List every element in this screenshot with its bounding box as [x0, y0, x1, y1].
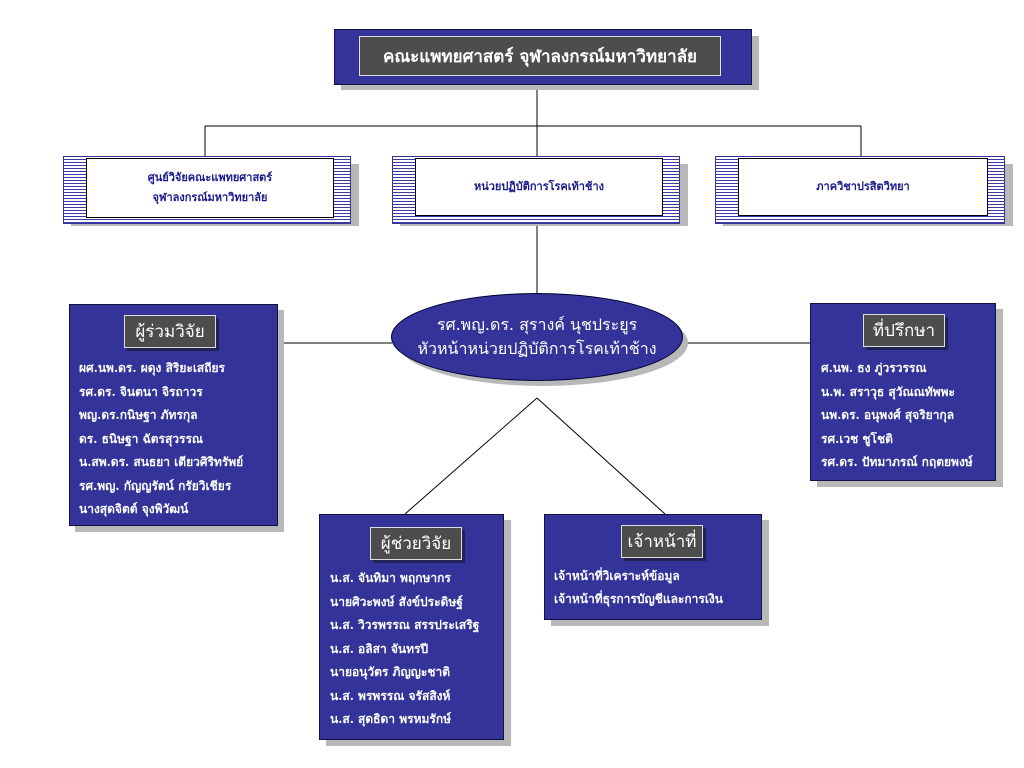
co-researchers-label: ผู้ร่วมวิจัย	[124, 315, 216, 348]
list-item: น.ส. จันทิมา พฤกษากร	[330, 571, 451, 585]
parasitology-dept-label: ภาควิชาปรสิตวิทยา	[816, 180, 910, 193]
list-item: เจ้าหน้าที่ธุรการบัญชีและการเงิน	[554, 592, 723, 606]
list-item: รศ.ดร. จินตนา จิรถาวร	[79, 384, 203, 399]
research-assistants-box: ผู้ช่วยวิจัย น.ส. จันทิมา พฤกษากร นายศิว…	[319, 514, 504, 740]
co-researchers-list: ผศ.นพ.ดร. ผดุง สิริยะเสถียร รศ.ดร. จินตน…	[79, 357, 243, 522]
filariasis-unit-box: หน่วยปฏิบัติการโรคเท้าช้าง	[415, 158, 663, 216]
list-item: น.ส. อลิสา จันทรปี	[330, 641, 429, 656]
staff-box: เจ้าหน้าที่ เจ้าหน้าที่วิเคราะห์ข้อมูล เ…	[544, 514, 762, 620]
research-center-line1: ศูนย์วิจัยคณะแพทยศาสตร์	[147, 171, 273, 184]
advisors-list: ศ.นพ. ธง ภู่วรวรรณ น.พ. สราวุธ สุวัณณทัพ…	[821, 357, 973, 475]
list-item: ดร. ธนิษฐา ฉัตรสุวรรณ	[79, 431, 204, 446]
co-researchers-box: ผู้ร่วมวิจัย ผศ.นพ.ดร. ผดุง สิริยะเสถียร…	[69, 304, 278, 526]
filariasis-unit-label: หน่วยปฏิบัติการโรคเท้าช้าง	[473, 180, 604, 193]
list-item: นายอนุวัตร ภิญญะชาติ	[330, 665, 451, 679]
faculty-title: คณะแพทยศาสตร์ จุฬาลงกรณ์มหาวิทยาลัย	[359, 36, 721, 76]
list-item: เจ้าหน้าที่วิเคราะห์ข้อมูล	[554, 569, 680, 583]
head-name: รศ.พญ.ดร. สุรางค์ นุชประยูร	[436, 315, 638, 334]
advisors-label: ที่ปรึกษา	[863, 314, 945, 347]
staff-list: เจ้าหน้าที่วิเคราะห์ข้อมูล เจ้าหน้าที่ธุ…	[554, 565, 723, 611]
faculty-title-box: คณะแพทยศาสตร์ จุฬาลงกรณ์มหาวิทยาลัย	[334, 29, 752, 85]
list-item: นพ.ดร. อนุพงศ์ สุจริยากุล	[821, 408, 955, 422]
staff-label: เจ้าหน้าที่	[621, 525, 703, 558]
list-item: น.ส. สุดธิดา พรหมรักษ์	[330, 712, 452, 726]
parasitology-dept-box: ภาควิชาปรสิตวิทยา	[738, 158, 988, 216]
list-item: น.สพ.ดร. สนธยา เตียวศิริทรัพย์	[79, 455, 244, 469]
list-item: ศ.นพ. ธง ภู่วรวรรณ	[821, 361, 927, 375]
list-item: พญ.ดร.กนิษฐา ภัทรกุล	[79, 408, 198, 422]
head-position: หัวหน้าหน่วยปฏิบัติการโรคเท้าช้าง	[417, 339, 657, 358]
list-item: รศ.เวช ชูโชติ	[821, 431, 893, 446]
research-assistants-list: น.ส. จันทิมา พฤกษากร นายศิวะพงษ์ สังข์ปร…	[330, 567, 479, 732]
advisors-box: ที่ปรึกษา ศ.นพ. ธง ภู่วรวรรณ น.พ. สราวุธ…	[810, 303, 996, 481]
list-item: รศ.พญ. กัญญรัตน์ กรัยวิเชียร	[79, 478, 232, 493]
research-assistants-label: ผู้ช่วยวิจัย	[370, 527, 462, 560]
research-center-box: ศูนย์วิจัยคณะแพทยศาสตร์ จุฬาลงกรณ์มหาวิท…	[86, 158, 334, 218]
list-item: นางสุดจิตต์ จุงพิวัฒน์	[79, 502, 189, 516]
research-center-line2: จุฬาลงกรณ์มหาวิทยาลัย	[152, 191, 268, 204]
list-item: รศ.ดร. ปัทมาภรณ์ กฤตยพงษ์	[821, 455, 973, 469]
list-item: น.พ. สราวุธ สุวัณณทัพพะ	[821, 384, 955, 399]
list-item: น.ส. วิวรพรรณ สรรประเสริฐ	[330, 618, 480, 632]
list-item: นายศิวะพงษ์ สังข์ประดิษฐ์	[330, 594, 463, 609]
list-item: ผศ.นพ.ดร. ผดุง สิริยะเสถียร	[79, 361, 225, 375]
head-ellipse: รศ.พญ.ดร. สุรางค์ นุชประยูร หัวหน้าหน่วย…	[391, 293, 683, 381]
list-item: น.ส. พรพรรณ จรัสสิงห์	[330, 688, 451, 703]
